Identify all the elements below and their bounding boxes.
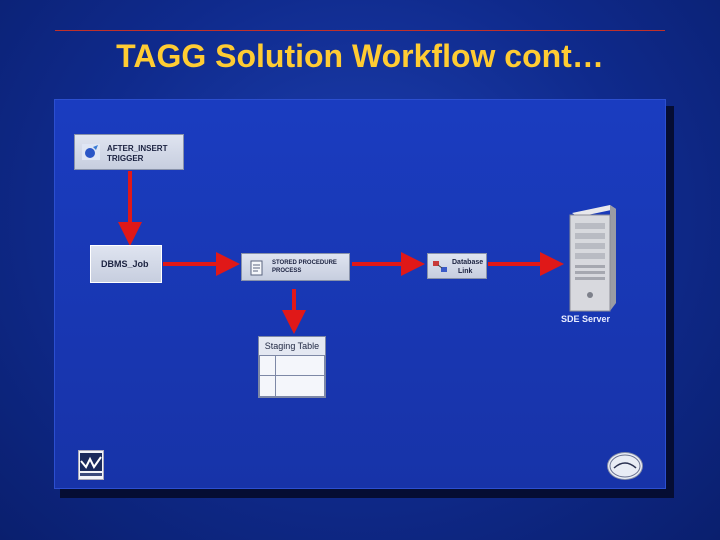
right-logo <box>607 452 643 480</box>
job-label: DBMS_Job <box>101 259 149 269</box>
database-link-icon <box>433 261 447 272</box>
staging-table-cell <box>275 375 325 397</box>
staging-table-cell <box>275 355 325 376</box>
procedure-node: STORED PROCEDURE PROCESS <box>241 253 350 281</box>
staging-table-node: Staging Table <box>258 336 326 398</box>
page-title: TAGG Solution Workflow cont… <box>116 38 604 74</box>
seal-logo-icon <box>609 454 641 478</box>
procedure-label-line2: PROCESS <box>272 268 302 274</box>
trigger-label-line2: TRIGGER <box>107 154 144 163</box>
staging-table-cell <box>259 355 276 376</box>
dblink-node: Database Link <box>427 253 487 279</box>
dblink-label-line1: Database <box>452 259 484 266</box>
stored-procedure-icon <box>250 260 263 276</box>
trigger-node: AFTER_INSERT TRIGGER <box>74 134 184 170</box>
staging-table-cell <box>259 375 276 397</box>
dblink-label-line2: Link <box>458 268 473 275</box>
server-label: SDE Server <box>561 314 611 324</box>
procedure-label-line1: STORED PROCEDURE <box>272 260 337 266</box>
title-rule <box>55 30 665 31</box>
job-node: DBMS_Job <box>90 245 162 283</box>
staging-table-label: Staging Table <box>259 337 325 356</box>
server-icon <box>569 205 616 312</box>
left-logo <box>78 450 104 480</box>
company-logo-icon <box>80 453 102 476</box>
trigger-icon <box>82 144 100 160</box>
trigger-label-line1: AFTER_INSERT <box>107 144 168 153</box>
